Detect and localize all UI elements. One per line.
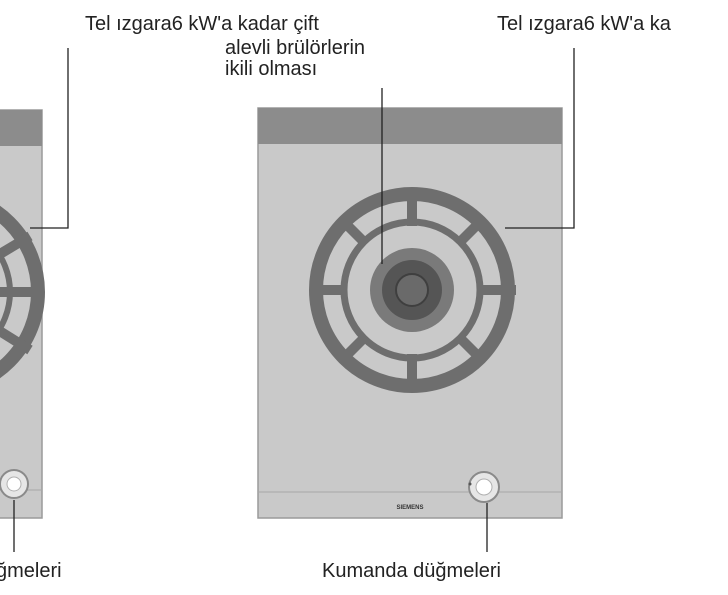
- label-top-left: Tel ızgara6 kW'a kadar çift: [85, 13, 319, 35]
- label-top-middle-line2: ikili olması: [225, 58, 318, 80]
- label-bottom-left: ğmeleri: [0, 560, 62, 582]
- right-cooktop-top-strip: [258, 108, 562, 144]
- leader-top-right: [505, 48, 575, 229]
- label-bottom-right: Kumanda düğmeleri: [322, 560, 501, 582]
- wok-burner: [370, 248, 454, 332]
- left-cooktop: [0, 109, 45, 519]
- label-top-right: Tel ızgara6 kW'a ka: [497, 13, 671, 35]
- leader-lines: [13, 48, 575, 552]
- left-control-knob: [0, 469, 29, 499]
- brand-logo: SIEMENS: [396, 505, 423, 511]
- left-cooktop-top-strip: [0, 110, 42, 146]
- right-control-knob: [468, 471, 500, 503]
- leader-top-left: [30, 48, 69, 229]
- right-cooktop: SIEMENS: [257, 107, 563, 519]
- left-grate: [0, 205, 45, 379]
- label-top-middle-line1: alevli brülörlerin: [225, 37, 366, 59]
- wok-grate: [309, 187, 516, 393]
